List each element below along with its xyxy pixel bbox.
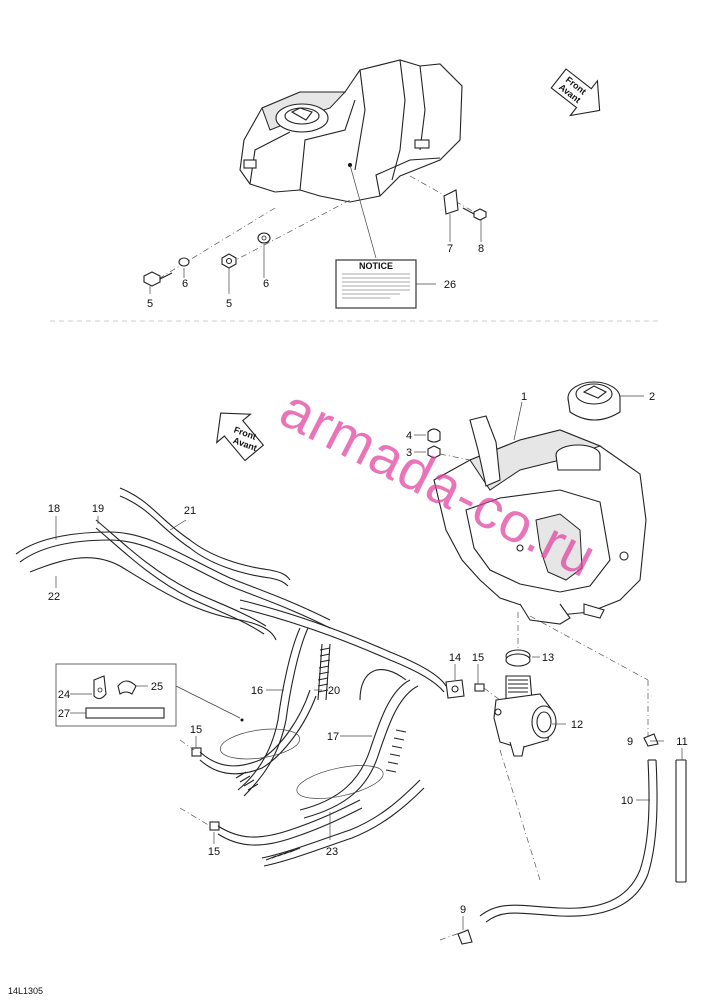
callout-2: 2 <box>649 391 655 403</box>
callout-9a: 9 <box>627 736 633 748</box>
callout-5b: 5 <box>226 298 232 310</box>
banjo-fitting-14 <box>445 679 465 699</box>
top-tank-assembly <box>239 59 463 203</box>
hose-21 <box>119 487 291 587</box>
washer-6a <box>178 257 190 267</box>
oil-tank-1 <box>433 415 647 625</box>
bolt-5b <box>221 253 237 269</box>
spring-guard-20 <box>317 643 331 701</box>
callout-14: 14 <box>449 652 461 664</box>
nut-3 <box>427 445 441 459</box>
callout-6b: 6 <box>263 278 269 290</box>
clip-24 <box>93 675 107 700</box>
fitting-15c <box>209 821 220 831</box>
callout-8: 8 <box>478 243 484 255</box>
callout-11: 11 <box>676 736 687 748</box>
callout-10: 10 <box>621 795 633 807</box>
callout-15c: 15 <box>208 846 220 858</box>
callout-3: 3 <box>406 447 412 459</box>
rubber-cap-4 <box>427 428 441 443</box>
callout-4: 4 <box>406 430 412 442</box>
hose-18 <box>15 531 331 629</box>
callout-15b: 15 <box>190 724 202 736</box>
callout-7: 7 <box>447 243 453 255</box>
notice-label-title: NOTICE <box>359 261 393 271</box>
clamp-13 <box>505 649 531 667</box>
fitting-15a <box>474 683 485 692</box>
hose-23 <box>217 779 425 867</box>
callout-6a: 6 <box>182 278 188 290</box>
callout-12: 12 <box>571 719 583 731</box>
callout-26: 26 <box>444 279 456 291</box>
hose-10 <box>479 759 658 923</box>
callout-25: 25 <box>151 681 163 693</box>
callout-15a: 15 <box>472 652 484 664</box>
callout-18: 18 <box>48 503 60 515</box>
callout-5a: 5 <box>147 298 153 310</box>
callout-17: 17 <box>327 731 339 743</box>
oil-pump-12 <box>493 675 557 757</box>
oil-cap-2 <box>567 381 621 421</box>
spring-guard-17 <box>385 729 407 773</box>
callout-13: 13 <box>542 652 554 664</box>
callout-16: 16 <box>251 685 263 697</box>
callout-22: 22 <box>48 591 60 603</box>
callout-9b: 9 <box>460 904 466 916</box>
callout-23: 23 <box>326 846 338 858</box>
hose-19-main <box>239 599 447 687</box>
screw-8 <box>462 207 487 221</box>
hose-19-22 <box>29 519 277 641</box>
hose-16 <box>237 627 309 797</box>
fitting-15b <box>191 747 202 757</box>
callout-20: 20 <box>328 685 340 697</box>
callout-24: 24 <box>58 689 70 701</box>
kit-box <box>55 663 177 727</box>
tie-25 <box>117 680 137 695</box>
front-direction-arrow-top: Front Avant <box>550 68 601 117</box>
callout-27: 27 <box>58 708 70 720</box>
callout-1: 1 <box>521 391 527 403</box>
callout-19: 19 <box>92 503 104 515</box>
bolt-5a <box>143 271 173 287</box>
notice-label-26: NOTICE <box>335 259 417 309</box>
sleeve-27 <box>85 707 165 719</box>
clamp-9a <box>643 733 659 747</box>
bracket-7 <box>443 189 459 215</box>
hose-17 <box>299 669 419 819</box>
hose-11 <box>675 759 687 883</box>
front-direction-arrow-bottom <box>215 412 265 462</box>
clamp-9b <box>457 929 473 945</box>
callout-21: 21 <box>184 505 196 517</box>
reference-code: 14L1305 <box>8 986 43 996</box>
